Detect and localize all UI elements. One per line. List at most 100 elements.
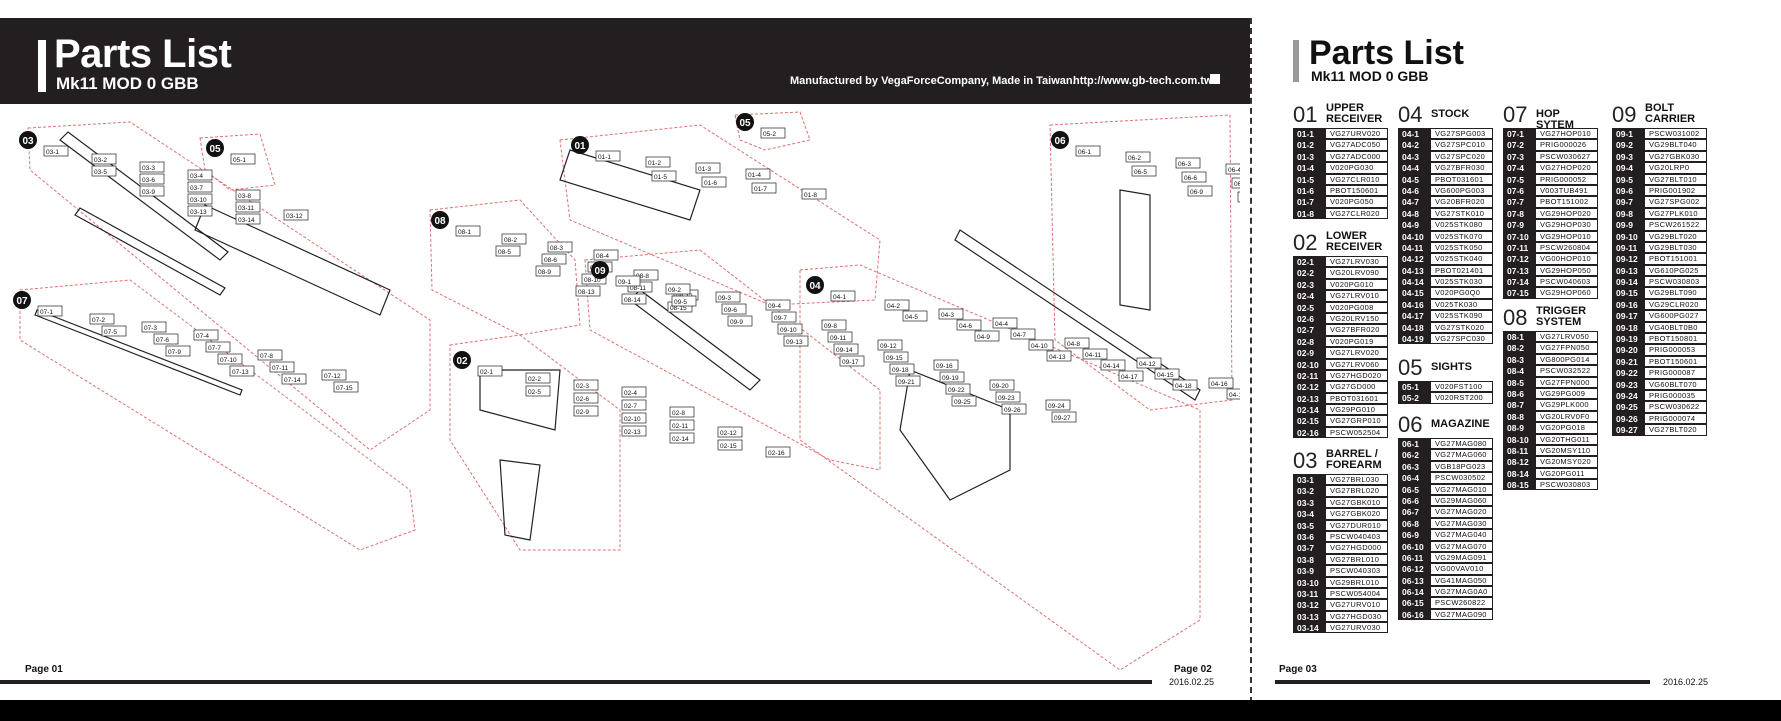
group-name: BOLT CARRIER [1645, 102, 1696, 125]
part-number: VG600PG003 [1431, 184, 1493, 197]
group-number: 02 [1293, 230, 1318, 255]
callout-label: 02-14 [672, 436, 689, 443]
part-number: VG27HOP010 [1536, 128, 1598, 140]
part-number: V025STK080 [1431, 219, 1493, 231]
callout-label: 02-3 [576, 383, 589, 390]
part-number: PSCW040403 [1326, 530, 1388, 543]
callout-box [1125, 151, 1151, 163]
callout-label: 04-17 [1121, 374, 1138, 381]
part-code: 04-10 [1398, 230, 1431, 242]
callout-box [621, 425, 647, 437]
group-badge-label: 08 [434, 216, 446, 227]
part-code: 02-13 [1293, 392, 1326, 405]
part-number: PSCW054004 [1326, 587, 1388, 600]
callout-label: 04-18 [1175, 383, 1192, 390]
part-number: VG27MAG080 [1431, 438, 1493, 450]
callout-box [535, 265, 561, 277]
part-number: VG29BRL010 [1326, 576, 1388, 588]
callout-label: 09-16 [936, 363, 953, 370]
callout-label: 02-5 [528, 389, 541, 396]
part-code: 02-6 [1293, 312, 1326, 325]
part-number: VG27LRV030 [1326, 256, 1388, 268]
page-number-mid: Page 02 [1174, 664, 1212, 675]
callout-label: 02-1 [480, 369, 493, 376]
callout-label: 09-4 [768, 303, 781, 310]
callout-box [153, 333, 179, 345]
callout-label: 04-6 [959, 323, 972, 330]
callout-box [884, 299, 910, 311]
part-outline [479, 369, 561, 431]
part-code: 08-4 [1503, 365, 1536, 377]
callout-label: 04-3 [941, 312, 954, 319]
callout-box [1175, 157, 1201, 169]
part-number: V025STK070 [1431, 230, 1493, 242]
callout-label: 08-2 [504, 237, 517, 244]
group-name: STOCK [1431, 108, 1470, 120]
part-number: VG27SPC020 [1431, 150, 1493, 163]
part-code: 03-12 [1293, 599, 1326, 611]
title-accent-bar [38, 40, 46, 92]
part-code: 01-2 [1293, 139, 1326, 151]
callout-box [727, 315, 753, 327]
callout-label: 09-21 [898, 379, 915, 386]
part-code: 08-2 [1503, 342, 1536, 354]
part-drawings [34, 131, 1201, 541]
callout-label: 02-16 [768, 450, 785, 457]
part-number: VG27MAG090 [1431, 608, 1493, 621]
part-code: 02-7 [1293, 324, 1326, 336]
part-code: 07-3 [1503, 150, 1536, 163]
callout-box [830, 290, 856, 302]
callout-label: 02-11 [672, 423, 689, 430]
part-number: V025STK090 [1431, 310, 1493, 322]
part-number: VG27GRP010 [1326, 415, 1388, 427]
part-code: 01-8 [1293, 207, 1326, 220]
part-code: 03-2 [1293, 485, 1326, 497]
part-code: 04-16 [1398, 298, 1431, 311]
part-code: 09-7 [1612, 196, 1645, 208]
part-number: V025TK030 [1431, 298, 1493, 311]
part-code: 09-3 [1612, 150, 1645, 163]
part-number: VG27BFR020 [1326, 324, 1388, 336]
callout-box [621, 399, 647, 411]
callout-label: 04-11 [1085, 352, 1102, 359]
callout-label: 03-10 [190, 197, 207, 204]
part-number: VG29PG009 [1536, 387, 1598, 400]
callout-box [139, 185, 165, 197]
part-code: 04-2 [1398, 139, 1431, 151]
part-number: VG27SPC010 [1431, 139, 1493, 151]
part-number: PSCW260822 [1431, 597, 1493, 609]
callout-box [1231, 177, 1240, 189]
callout-box [877, 339, 903, 351]
website-url: http://www.gb-tech.com.tw [1073, 75, 1213, 87]
callout-box [139, 173, 165, 185]
part-code: 02-8 [1293, 335, 1326, 348]
part-number: VG27HGD030 [1326, 610, 1388, 623]
part-code: 04-4 [1398, 162, 1431, 174]
callout-label: 04-19 [1229, 392, 1240, 399]
part-code: 01-5 [1293, 173, 1326, 185]
part-code: 09-6 [1612, 184, 1645, 197]
callout-box [230, 153, 256, 165]
part-number: VG27ADC050 [1326, 139, 1388, 151]
group-badge-label: 02 [456, 356, 468, 367]
callout-box [1064, 337, 1090, 349]
callout-label: 05-2 [763, 131, 776, 138]
callout-box [1045, 399, 1071, 411]
part-code: 02-12 [1293, 381, 1326, 393]
footer-rule-right [1275, 680, 1650, 684]
part-code: 07-5 [1503, 173, 1536, 185]
